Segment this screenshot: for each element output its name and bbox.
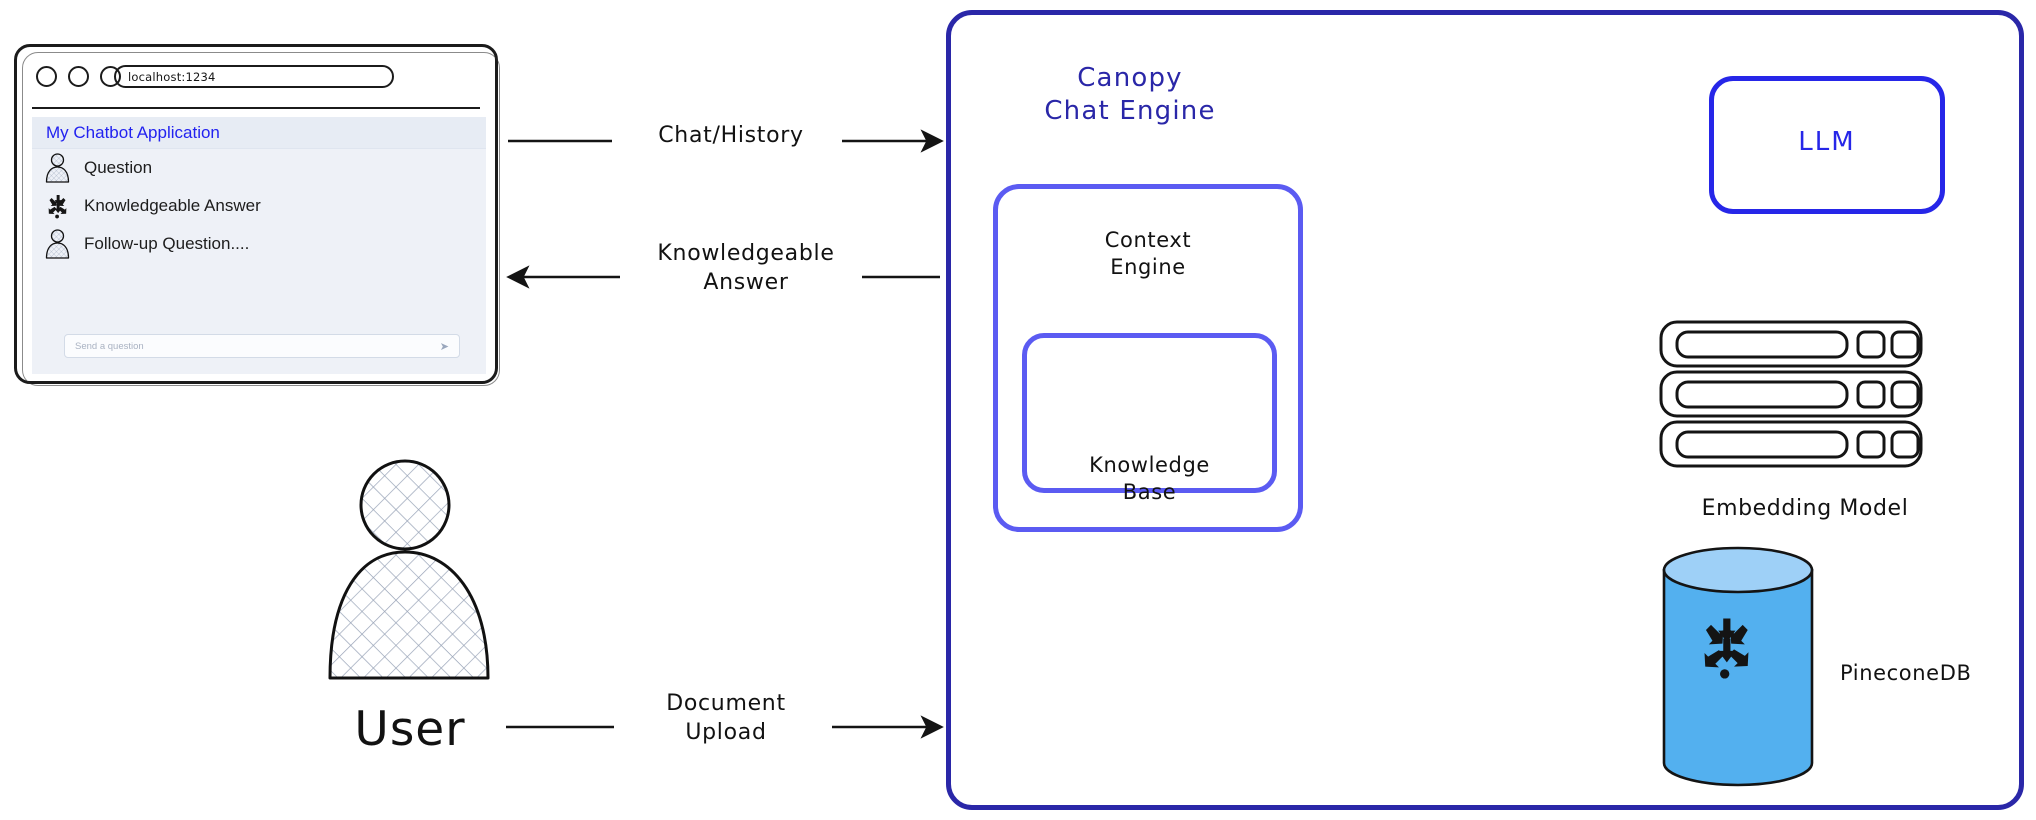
browser-window-mock: localhost:1234 My Chatbot Application — [14, 44, 500, 386]
address-bar-text: localhost:1234 — [128, 69, 216, 84]
llm-box — [1709, 76, 1945, 214]
pinecone-db-label: PineconeDB — [1840, 661, 1972, 685]
address-bar[interactable]: localhost:1234 — [114, 65, 394, 88]
knowledge-base-box — [1022, 333, 1277, 493]
pinecone-logo-icon — [48, 195, 67, 219]
person-icon — [328, 459, 490, 680]
chat-message-row: Knowledgeable Answer — [32, 187, 486, 225]
embedding-model-label: Embedding Model — [1701, 496, 1909, 521]
chat-message-text: Question — [84, 158, 153, 177]
toolbar-divider — [32, 107, 480, 110]
chat-message-text: Knowledgeable Answer — [84, 196, 261, 215]
canopy-chat-engine-title: Canopy Chat Engine — [1044, 63, 1216, 127]
chat-message-row: Question — [32, 149, 486, 187]
server-rack-icon — [1659, 320, 1923, 468]
user-avatar-icon — [45, 153, 70, 183]
close-dot-icon[interactable] — [36, 66, 57, 87]
flow-label-knowledgeable-answer: Knowledgeable Answer — [630, 240, 862, 298]
chat-message-text: Follow-up Question.... — [84, 234, 250, 253]
database-cylinder-icon — [1662, 546, 1814, 787]
page-title: My Chatbot Application — [46, 122, 220, 142]
chat-app-title-bar: My Chatbot Application — [32, 117, 486, 149]
chat-input-composer[interactable]: Send a question ➤ — [64, 334, 460, 358]
send-icon[interactable]: ➤ — [439, 339, 449, 353]
context-engine-label: Context Engine — [1104, 228, 1192, 279]
flow-label-document-upload: Document Upload — [620, 690, 832, 748]
user-label: User — [354, 702, 466, 757]
pinecone-burst-icon — [1704, 618, 1749, 679]
minimize-dot-icon[interactable] — [68, 66, 89, 87]
flow-label-chat-history: Chat/History — [620, 122, 842, 151]
knowledge-base-label: Knowledge Base — [1089, 453, 1210, 504]
llm-label: LLM — [1798, 127, 1856, 157]
chat-input-placeholder: Send a question — [75, 340, 144, 352]
chat-pane: My Chatbot Application Question — [32, 117, 486, 374]
chat-message-row: Follow-up Question.... — [32, 225, 486, 263]
user-avatar-icon — [45, 229, 70, 259]
